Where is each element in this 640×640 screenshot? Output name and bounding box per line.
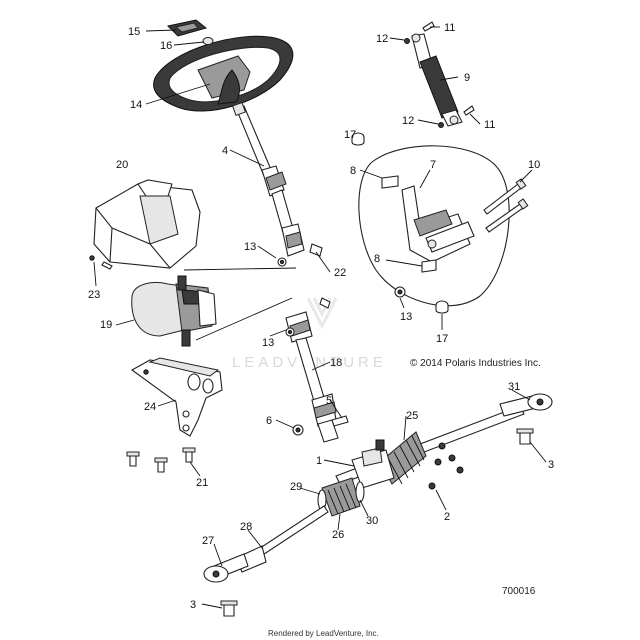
copyright-notice: © 2014 Polaris Industries Inc.	[410, 358, 541, 369]
callout-4: 4	[222, 145, 228, 157]
gas-strut	[411, 33, 463, 127]
callout-7: 7	[430, 159, 436, 171]
callout-2: 2	[444, 511, 450, 523]
footer-credit: Rendered by LeadVenture, Inc.	[268, 629, 379, 638]
callout-22: 22	[334, 267, 346, 279]
tie-rod-left	[203, 505, 329, 617]
callout-3-right: 3	[548, 459, 554, 471]
fasteners-11-12	[404, 21, 475, 128]
callout-13-middle: 13	[262, 337, 274, 349]
callout-13-right: 13	[400, 311, 412, 323]
callout-3-left: 3	[190, 599, 196, 611]
leader-lines	[93, 26, 547, 609]
mount-bracket	[130, 357, 223, 437]
callout-20: 20	[116, 159, 128, 171]
callout-29: 29	[290, 481, 302, 493]
callout-31: 31	[508, 381, 520, 393]
fasteners-shaft	[277, 243, 349, 436]
reference-lines	[183, 267, 297, 341]
callout-28: 28	[240, 521, 252, 533]
callout-13-upper: 13	[244, 241, 256, 253]
callout-5: 5	[326, 395, 332, 407]
callout-17-upper: 17	[344, 129, 356, 141]
horn-pad	[166, 19, 208, 37]
callout-15: 15	[128, 26, 140, 38]
callout-9: 9	[464, 72, 470, 84]
callout-24: 24	[144, 401, 156, 413]
callout-11-upper: 11	[444, 22, 455, 34]
callout-labels: 15 16 14 12 11 9 12 11 17 7 8 10 4 20 13…	[88, 22, 554, 611]
nut-13-right	[394, 286, 406, 298]
callout-10: 10	[528, 159, 540, 171]
callout-16: 16	[160, 40, 172, 52]
tie-rod-right	[499, 393, 553, 445]
callout-8-upper: 8	[350, 165, 356, 177]
callout-27: 27	[202, 535, 214, 547]
callout-23: 23	[88, 289, 100, 301]
callout-19: 19	[100, 319, 112, 331]
callout-12-upper: 12	[376, 33, 388, 45]
callout-25: 25	[406, 410, 418, 422]
steering-rack	[317, 405, 525, 517]
callout-30: 30	[366, 515, 378, 527]
callout-8-lower: 8	[374, 253, 380, 265]
bushings-8-17	[351, 132, 449, 314]
steering-wheel	[153, 35, 294, 112]
callout-12-lower: 12	[402, 115, 414, 127]
eps-motor	[131, 275, 217, 347]
callout-11-lower: 11	[484, 119, 495, 131]
callout-18: 18	[330, 357, 342, 369]
callout-26: 26	[332, 529, 344, 541]
callout-1: 1	[316, 455, 322, 467]
document-number: 700016	[502, 586, 536, 597]
callout-6: 6	[266, 415, 272, 427]
tilt-bracket	[401, 185, 475, 263]
shroud-cover	[93, 179, 201, 269]
upper-steering-shaft	[231, 101, 305, 257]
pivot-bolts	[483, 178, 529, 233]
badge-clip	[202, 37, 214, 45]
callout-14: 14	[130, 99, 142, 111]
callout-17-lower: 17	[436, 333, 448, 345]
bolts-21	[126, 447, 196, 473]
callout-21: 21	[196, 477, 208, 489]
nuts-2	[428, 442, 464, 490]
screws-23	[89, 255, 113, 270]
